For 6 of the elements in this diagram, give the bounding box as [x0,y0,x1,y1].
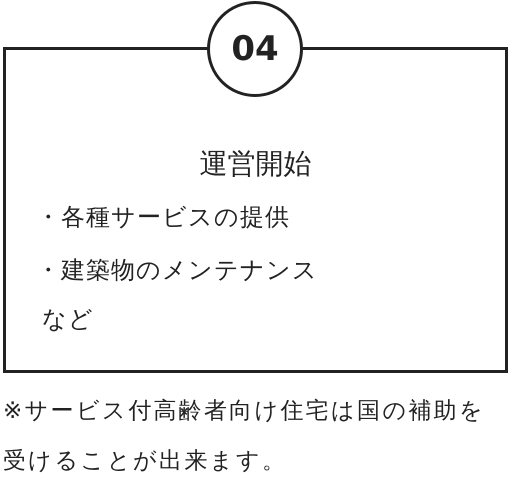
step-heading: 運営開始 [200,147,312,181]
footnote: ※サービス付高齢者向け住宅は国の補助を受けることが出来ます。 [3,397,486,476]
list-item: ・建築物のメンテナンス [36,256,318,285]
step-number-circle: 04 [207,1,303,97]
list-item: ・各種サービスの提供 [36,203,290,232]
etc-note: など [42,305,94,334]
